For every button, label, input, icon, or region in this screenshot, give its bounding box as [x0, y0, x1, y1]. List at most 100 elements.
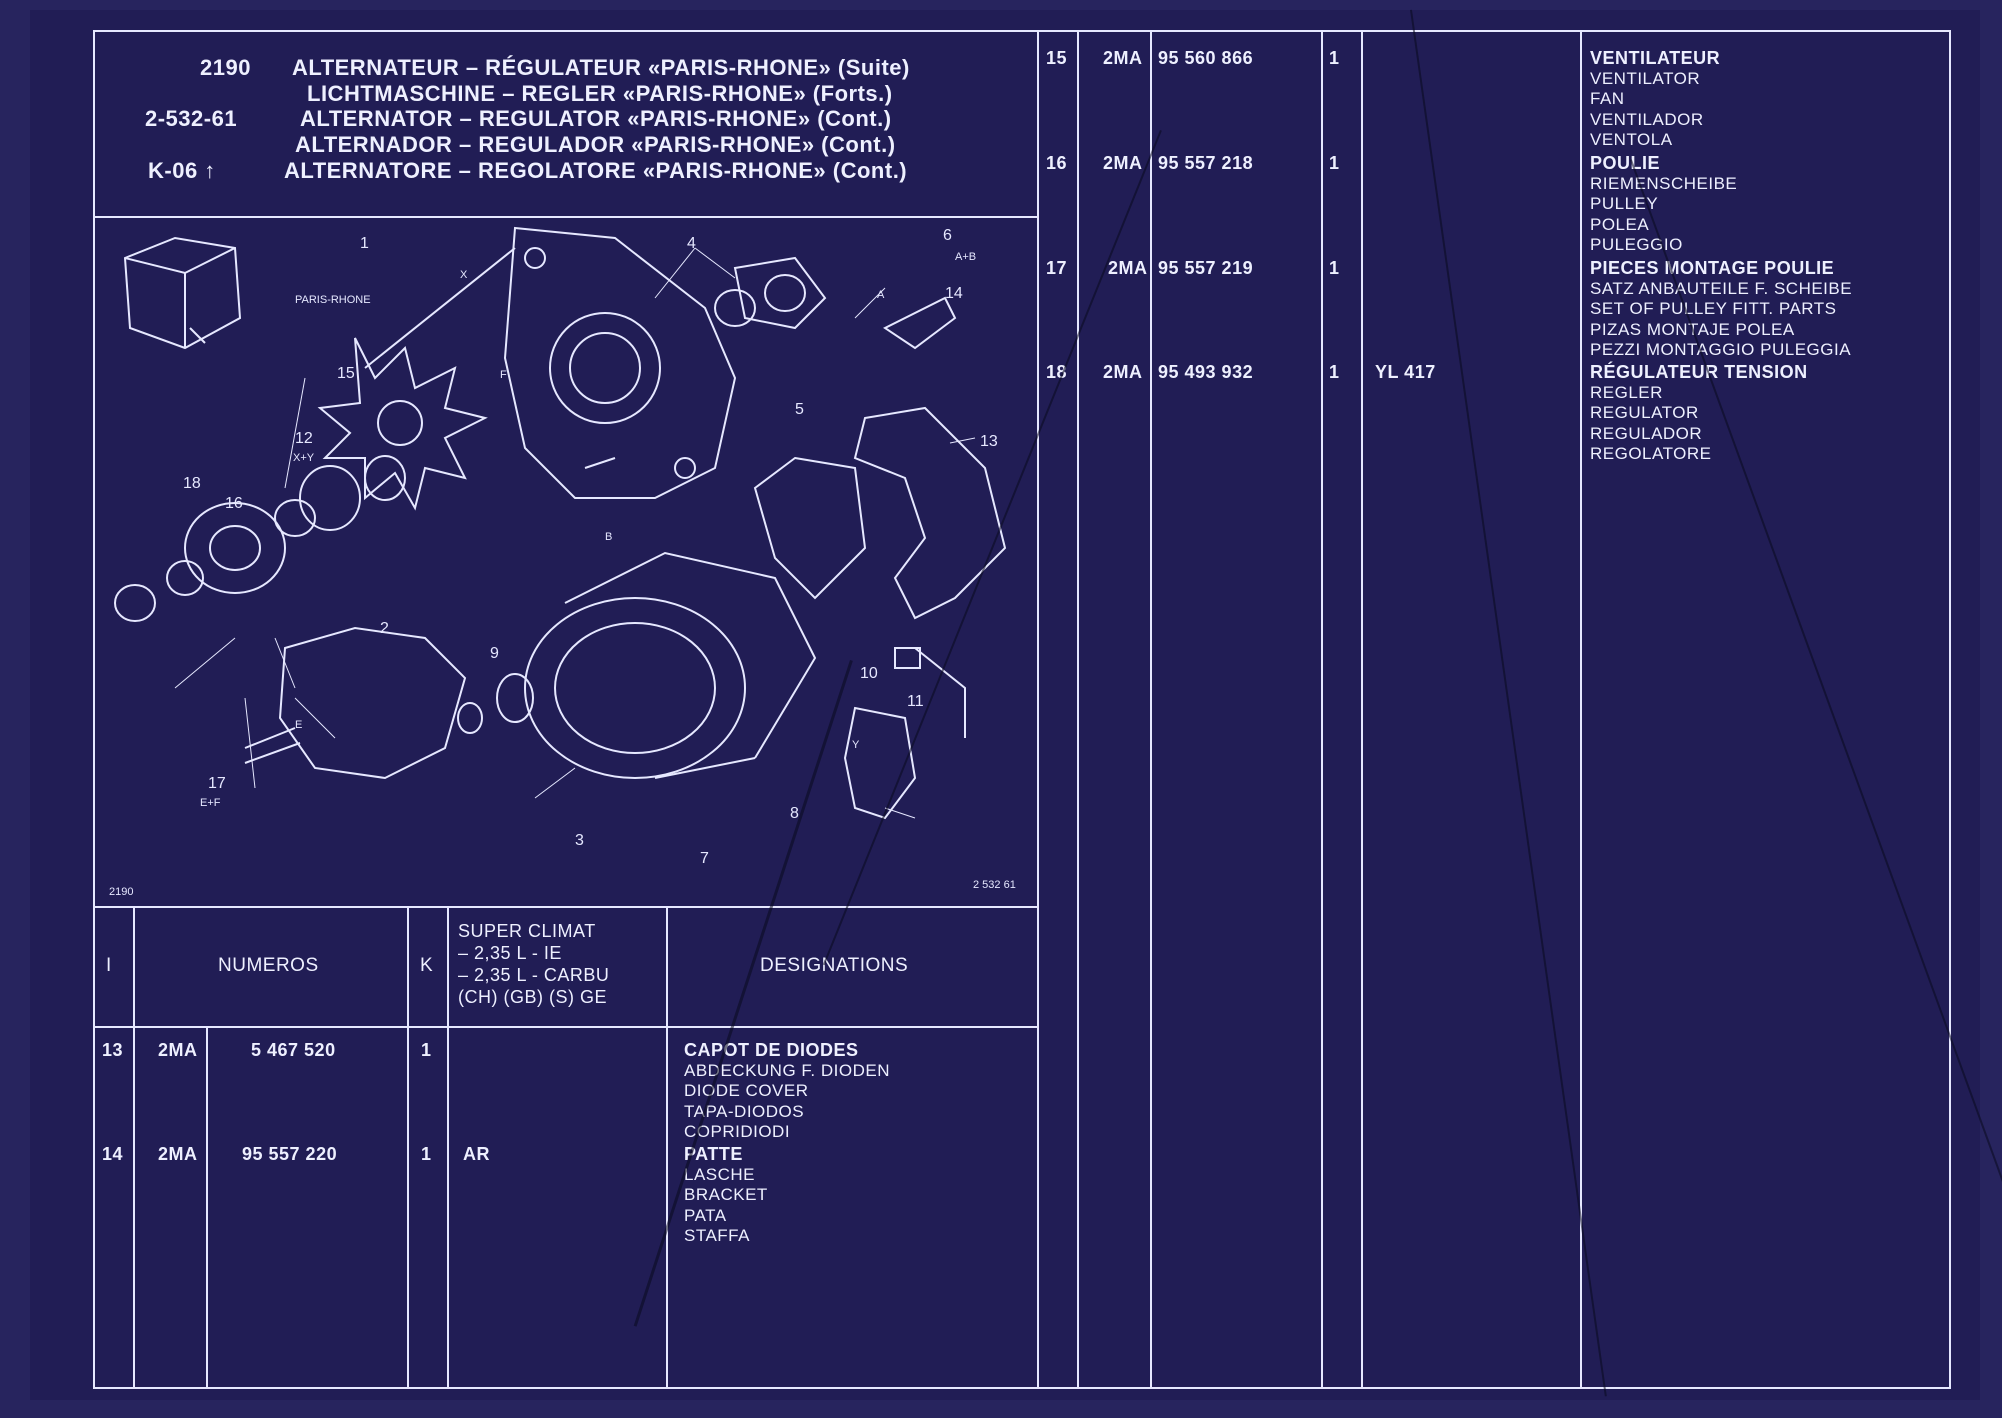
row-18-designations: RÉGULATEUR TENSION REGLER REGULATOR REGU…: [1590, 362, 1808, 465]
callout-18: 18: [183, 475, 201, 492]
callout-12: 12: [295, 430, 313, 447]
table-head-line: [93, 1026, 1037, 1028]
row-17-prefix: 2MA: [1108, 258, 1148, 278]
designation-es: VENTILADOR: [1590, 109, 1704, 129]
col-line: [1321, 30, 1323, 1387]
row-16-prefix: 2MA: [1103, 153, 1143, 173]
col-line: [447, 906, 449, 1387]
designation-main: CAPOT DE DIODES: [684, 1040, 859, 1060]
designation-en: FAN: [1590, 89, 1625, 108]
row-17-designations: PIECES MONTAGE POULIE SATZ ANBAUTEILE F.…: [1590, 258, 1852, 361]
col-line: [407, 906, 409, 1387]
row-15-k: 1: [1329, 48, 1340, 68]
designation-de: ABDECKUNG F. DIODEN: [684, 1060, 890, 1080]
row-17-k: 1: [1329, 258, 1340, 278]
designation-it: PEZZI MONTAGGIO PULEGGIA: [1590, 340, 1852, 359]
designation-es: REGULADOR: [1590, 423, 1703, 443]
row-16-index: 16: [1046, 153, 1068, 173]
header-divider: [93, 216, 1037, 218]
table-top-line: [93, 906, 1037, 908]
callout-17: 17: [208, 775, 226, 792]
callout-16: 16: [225, 495, 243, 512]
designation-es: TAPA-DIODOS: [684, 1101, 805, 1121]
header-code-2: 2-532-61: [145, 106, 238, 131]
col-line: [666, 906, 668, 1387]
callout-6: 6: [943, 227, 952, 244]
header-code-1: 2190: [200, 55, 251, 80]
corner-ref-right: 2 532 61: [973, 879, 1016, 891]
header-title-it: ALTERNATORE – REGOLATORE «PARIS-RHONE» (…: [284, 158, 908, 183]
callout-5: 5: [795, 401, 804, 418]
parts-sheet: 2190 2-532-61 K-06 ↑ ALTERNATEUR – RÉGUL…: [30, 9, 2002, 1400]
rear-housing-drawing: [503, 226, 737, 499]
row-14-index: 14: [102, 1144, 124, 1164]
designation-en: DIODE COVER: [684, 1081, 809, 1100]
col-line: [133, 906, 135, 1387]
outer-frame: [93, 30, 1951, 1389]
col-head-model: SUPER CLIMAT – 2,35 L - IE – 2,35 L - CA…: [458, 920, 609, 1008]
row-13-designations: CAPOT DE DIODES ABDECKUNG F. DIODEN DIOD…: [684, 1040, 890, 1143]
col-head-designations: DESIGNATIONS: [760, 955, 909, 976]
designation-it: COPRIDIODI: [684, 1122, 791, 1141]
row-13-k: 1: [421, 1040, 432, 1060]
header-title-fr: ALTERNATEUR – RÉGULATEUR «PARIS-RHONE» (…: [292, 55, 910, 80]
col-line: [1580, 30, 1582, 1387]
group-EF: E+F: [200, 797, 221, 809]
callout-15: 15: [337, 365, 355, 382]
callout-14: 14: [945, 285, 963, 302]
callout-2: 2: [380, 620, 389, 637]
row-15-prefix: 2MA: [1103, 48, 1143, 68]
pulley-drawing: [114, 455, 406, 622]
model-line-1: SUPER CLIMAT: [458, 921, 596, 941]
header-code-3: K-06 ↑: [148, 158, 216, 183]
letter-Y: Y: [852, 739, 860, 751]
designation-en: BRACKET: [684, 1185, 768, 1204]
callout-9: 9: [490, 645, 499, 662]
group-XY: X+Y: [293, 452, 315, 464]
col-head-k: K: [420, 955, 434, 976]
brand-label: PARIS-RHONE: [295, 294, 371, 306]
exploded-diagram: 1 2 3 4 5 6 7 8 9 10 11 12 13 14 15 16 1…: [109, 226, 1016, 898]
col-head-numeros: NUMEROS: [218, 955, 319, 976]
callout-7: 7: [700, 850, 709, 867]
designation-main: PATTE: [684, 1144, 743, 1164]
designation-en: SET OF PULLEY FITT. PARTS: [1590, 299, 1837, 318]
fan-drawing: [317, 337, 488, 511]
callout-8: 8: [790, 805, 799, 822]
designation-en: REGULATOR: [1590, 403, 1699, 422]
model-line-3: – 2,35 L - CARBU: [458, 965, 610, 985]
designation-de: VENTILATOR: [1590, 68, 1701, 88]
designation-main: POULIE: [1590, 153, 1661, 173]
designation-main: RÉGULATEUR TENSION: [1590, 362, 1808, 382]
designation-en: PULLEY: [1590, 194, 1659, 213]
row-16-designations: POULIE RIEMENSCHEIBE PULLEY POLEA PULEGG…: [1590, 153, 1737, 256]
designation-de: SATZ ANBAUTEILE F. SCHEIBE: [1590, 278, 1853, 298]
row-13-number: 5 467 520: [251, 1040, 336, 1060]
designation-main: VENTILATEUR: [1590, 48, 1721, 68]
designation-es: PATA: [684, 1205, 727, 1225]
letter-E: E: [295, 719, 302, 731]
stator-drawing: [524, 551, 817, 779]
designation-es: PIZAS MONTAJE POLEA: [1590, 319, 1795, 339]
designation-it: STAFFA: [684, 1226, 750, 1245]
row-18-number: 95 493 932: [1158, 362, 1254, 382]
col-line: [1150, 30, 1152, 1387]
model-line-2: – 2,35 L - IE: [458, 943, 562, 963]
row-15-number: 95 560 866: [1158, 48, 1254, 68]
header-title-de: LICHTMASCHINE – REGLER «PARIS-RHONE» (Fo…: [307, 81, 893, 106]
diode-cover-drawing: [753, 406, 1007, 620]
model-line-4: (CH) (GB) (S) GE: [458, 987, 607, 1007]
letter-F: F: [500, 369, 507, 381]
col-line: [1361, 30, 1363, 1387]
designation-de: LASCHE: [684, 1164, 756, 1184]
letter-B: B: [605, 531, 612, 543]
row-16-k: 1: [1329, 153, 1340, 173]
designation-es: POLEA: [1590, 214, 1650, 234]
callout-4: 4: [687, 235, 696, 252]
corner-ref-left: 2190: [109, 886, 133, 898]
callout-10: 10: [860, 665, 878, 682]
designation-main: PIECES MONTAGE POULIE: [1590, 258, 1835, 278]
letter-X: X: [460, 269, 468, 281]
letter-A: A: [877, 289, 885, 301]
row-18-model: YL 417: [1375, 362, 1436, 382]
